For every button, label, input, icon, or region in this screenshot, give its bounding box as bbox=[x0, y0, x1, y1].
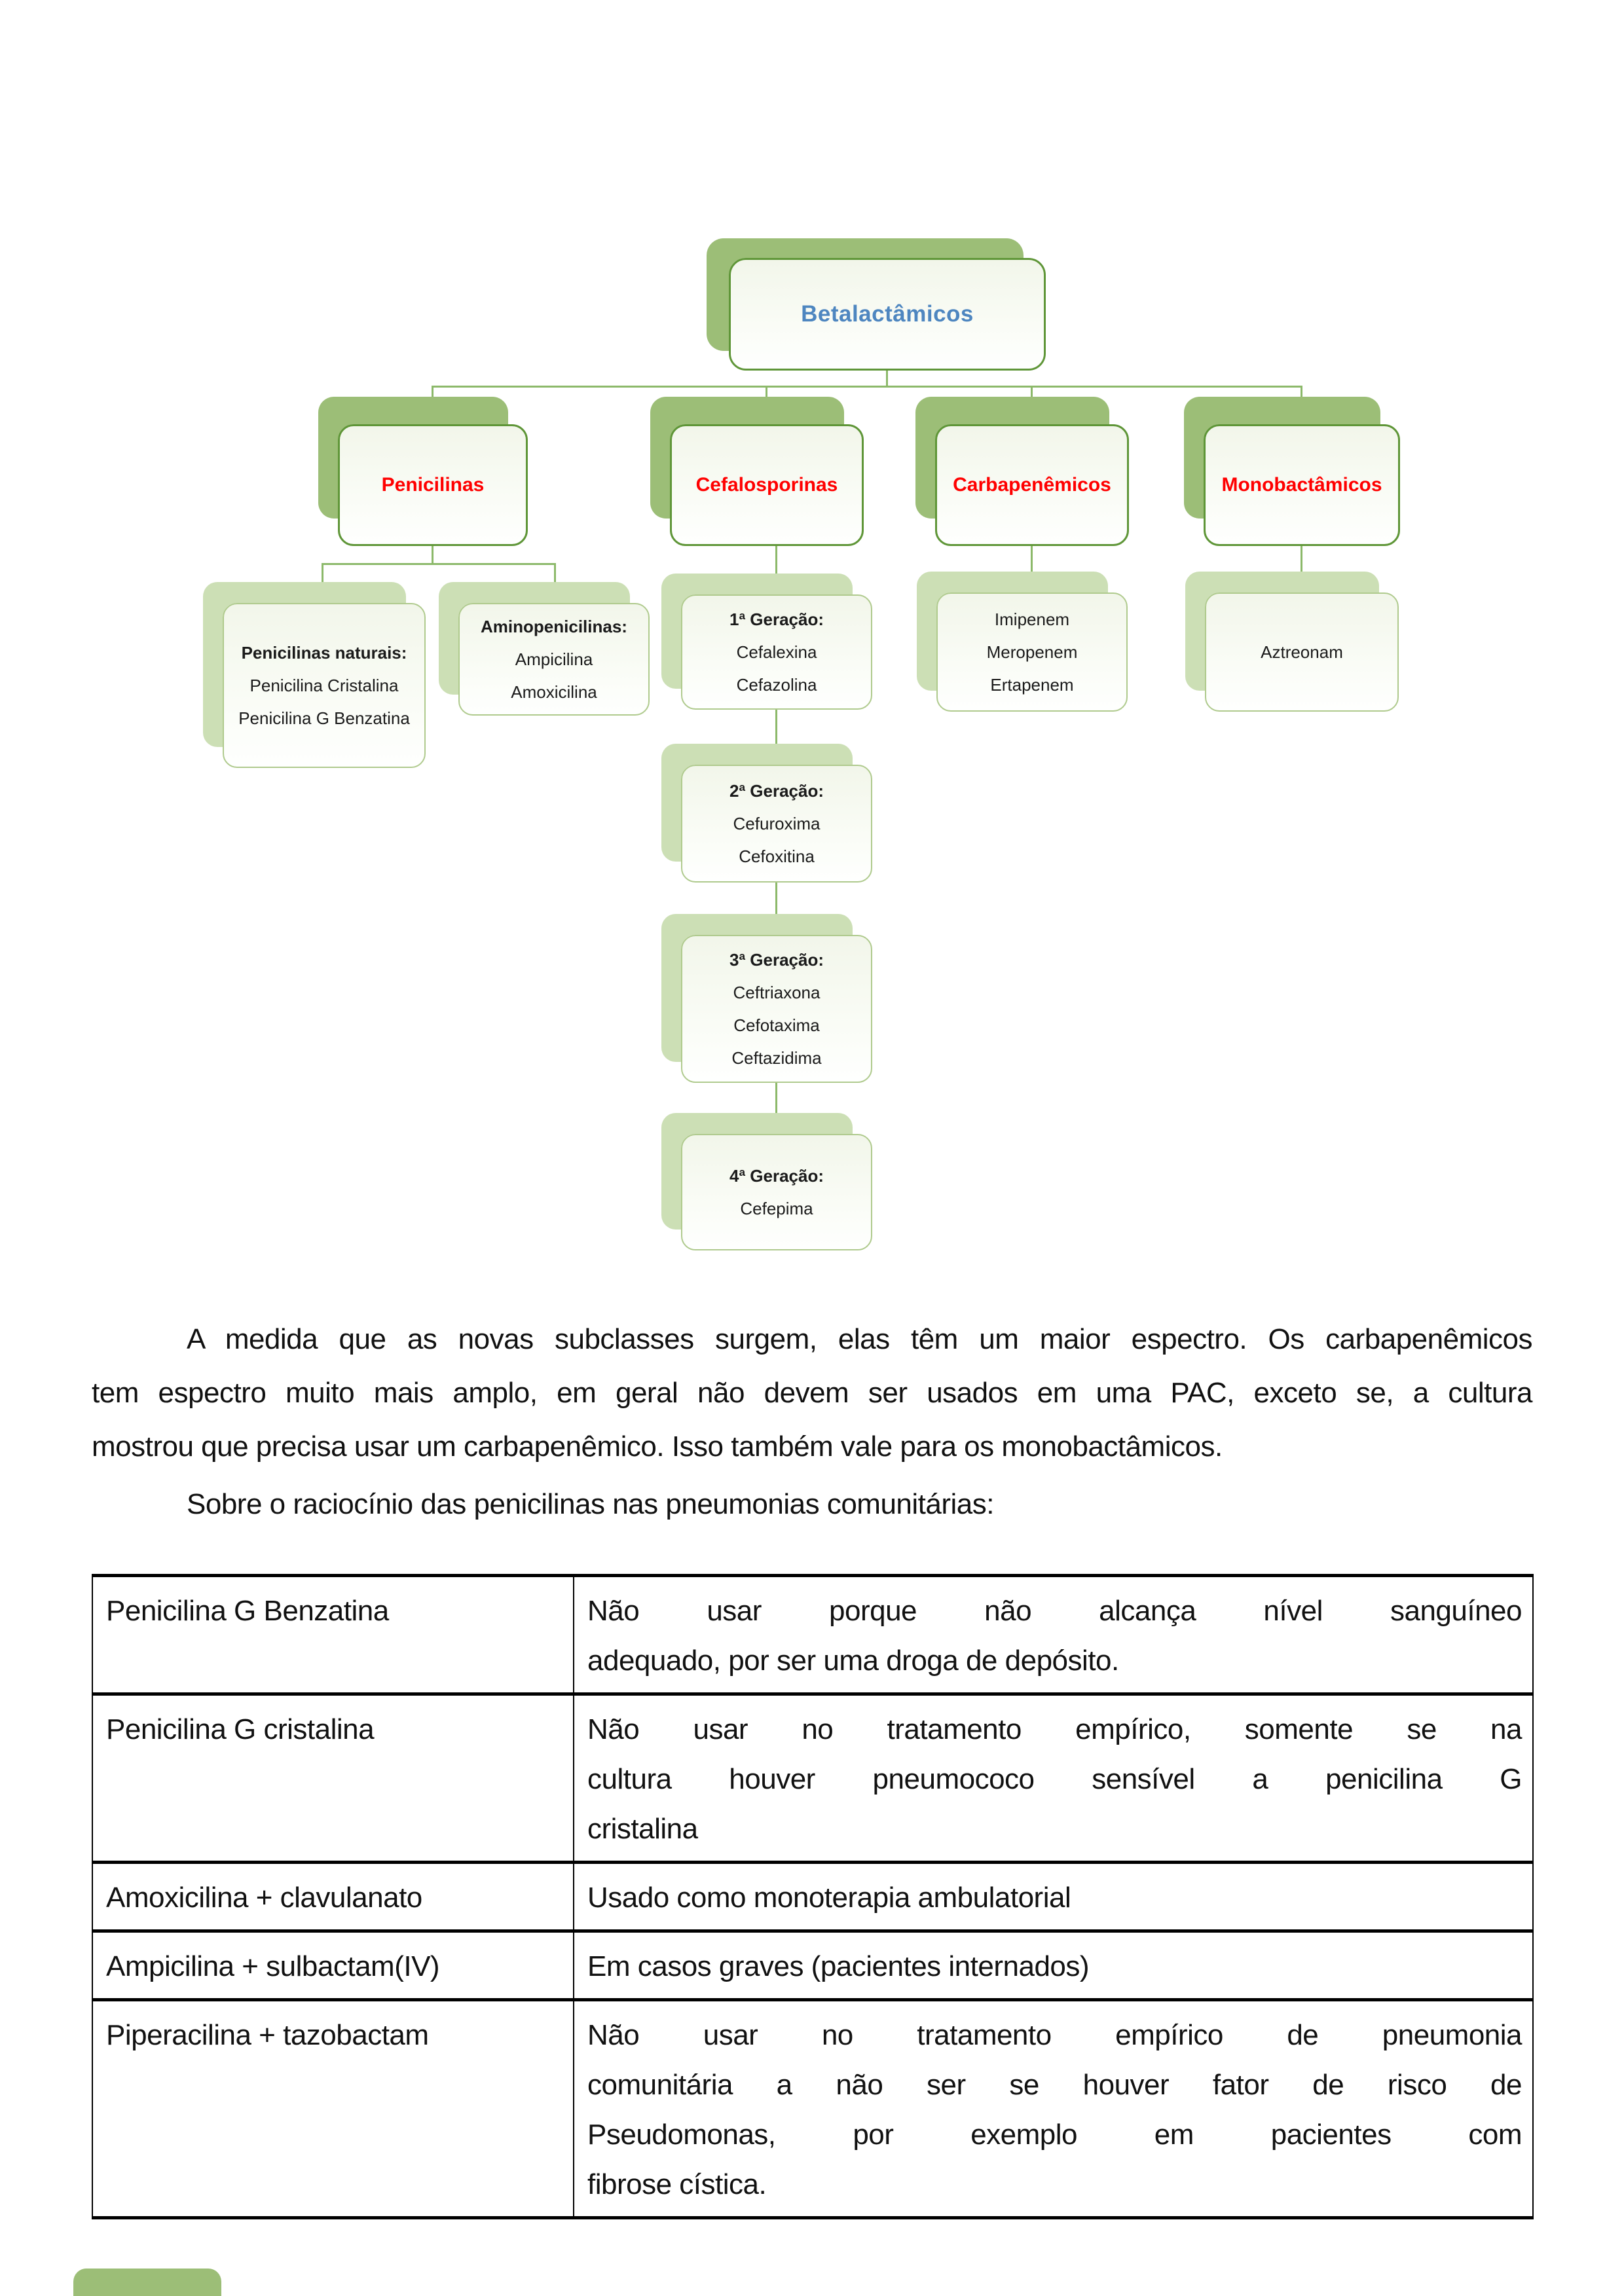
note-line: Em casos graves (pacientes internados) bbox=[587, 1950, 1090, 1982]
table-row: Ampicilina + sulbactam(IV) Em casos grav… bbox=[92, 1929, 1534, 2001]
penicilinas-table-wrap: Penicilina G Benzatina Não usar porque n… bbox=[92, 1574, 1534, 2219]
node-penicilinas: Penicilinas bbox=[338, 424, 528, 546]
node-betalactamicos: Betalactâmicos bbox=[729, 258, 1046, 371]
connector-root-hbar bbox=[432, 386, 1302, 388]
node-geracao-1: 1ª Geração: Cefalexina Cefazolina bbox=[681, 594, 872, 710]
drug-cell: Amoxicilina + clavulanato bbox=[92, 1861, 574, 1933]
note-cell: Não usar porque não alcança nível sanguí… bbox=[573, 1574, 1534, 1696]
drug-cell: Ampicilina + sulbactam(IV) bbox=[92, 1929, 574, 2001]
connector-drop-cefalosporinas bbox=[766, 386, 767, 426]
note-cell: Não usar no tratamento empírico de pneum… bbox=[573, 1998, 1534, 2219]
table-row: Penicilina G Benzatina Não usar porque n… bbox=[92, 1574, 1534, 1696]
penicilinas-naturais-title: Penicilinas naturais: bbox=[241, 643, 407, 663]
paragraph-line: mostrou que precisa usar um carbapenêmic… bbox=[92, 1430, 1223, 1463]
node-carbapenemicos-label: Carbapenêmicos bbox=[953, 474, 1111, 496]
penicilinas-naturais-item: Penicilina Cristalina bbox=[249, 676, 399, 695]
aminopenicilinas-item: Amoxicilina bbox=[511, 682, 597, 702]
node-cefalosporinas-label: Cefalosporinas bbox=[695, 474, 838, 496]
connector-g1-to-g2 bbox=[775, 710, 777, 765]
note-line: cultura houver pneumococo sensível a pen… bbox=[587, 1763, 1522, 1795]
note-cell: Não usar no tratamento empírico, somente… bbox=[573, 1692, 1534, 1864]
geracao-2-item: Cefoxitina bbox=[739, 847, 815, 866]
penicilinas-naturais-item: Penicilina G Benzatina bbox=[238, 708, 410, 728]
geracao-3-item: Ceftazidima bbox=[731, 1048, 822, 1068]
node-geracao-3: 3ª Geração: Ceftriaxona Cefotaxima Cefta… bbox=[681, 935, 872, 1083]
table-row: Piperacilina + tazobactam Não usar no tr… bbox=[92, 1998, 1534, 2219]
node-monobactamicos-label: Monobactâmicos bbox=[1221, 474, 1382, 496]
carbapenemicos-item: Imipenem bbox=[994, 610, 1070, 629]
body-text: A medida que as novas subclasses surgem,… bbox=[92, 1313, 1533, 1531]
connector-penicilinas-hbar bbox=[322, 563, 556, 565]
paragraph-intro-table: Sobre o raciocínio das penicilinas nas p… bbox=[187, 1488, 994, 1520]
geracao-1-item: Cefalexina bbox=[736, 642, 817, 662]
note-line: adequado, por ser uma droga de depósito. bbox=[587, 1645, 1119, 1677]
table-row: Penicilina G cristalina Não usar no trat… bbox=[92, 1692, 1534, 1864]
node-penicilinas-naturais: Penicilinas naturais: Penicilina Cristal… bbox=[223, 603, 426, 768]
connector-cef-to-g1 bbox=[775, 546, 777, 594]
node-aminopenicilinas: Aminopenicilinas: Ampicilina Amoxicilina bbox=[458, 603, 650, 716]
note-line: comunitária a não ser se houver fator de… bbox=[587, 2069, 1522, 2101]
note-line: cristalina bbox=[587, 1813, 698, 1845]
note-line: Pseudomonas, por exemplo em pacientes co… bbox=[587, 2119, 1522, 2151]
note-line: Não usar no tratamento empírico, somente… bbox=[587, 1713, 1522, 1745]
drug-cell: Piperacilina + tazobactam bbox=[92, 1998, 574, 2219]
note-line: Não usar porque não alcança nível sanguí… bbox=[587, 1595, 1522, 1627]
connector-g2-to-g3 bbox=[775, 883, 777, 935]
connector-penicilinas-stem bbox=[432, 546, 434, 565]
paragraph-line: tem espectro muito mais amplo, em geral … bbox=[92, 1377, 1533, 1409]
penicilinas-pac-table: Penicilina G Benzatina Não usar porque n… bbox=[92, 1574, 1534, 2219]
node-monobactamicos-drug: Aztreonam bbox=[1205, 592, 1399, 712]
note-line: Usado como monoterapia ambulatorial bbox=[587, 1882, 1071, 1914]
connector-drop-naturais bbox=[322, 563, 323, 603]
monobactamicos-item: Aztreonam bbox=[1261, 642, 1343, 662]
node-betalactamicos-label: Betalactâmicos bbox=[801, 301, 974, 327]
geracao-3-item: Cefotaxima bbox=[733, 1015, 820, 1035]
carbapenemicos-item: Ertapenem bbox=[990, 675, 1074, 695]
drug-cell: Penicilina G cristalina bbox=[92, 1692, 574, 1864]
aminopenicilinas-item: Ampicilina bbox=[515, 649, 593, 669]
geracao-1-item: Cefazolina bbox=[736, 675, 817, 695]
geracao-4-item: Cefepima bbox=[740, 1199, 813, 1218]
table-row: Amoxicilina + clavulanato Usado como mon… bbox=[92, 1861, 1534, 1933]
geracao-2-item: Cefuroxima bbox=[733, 814, 821, 833]
geracao-3-title: 3ª Geração: bbox=[729, 950, 824, 970]
connector-drop-aminopenicilinas bbox=[554, 563, 556, 603]
connector-g3-to-g4 bbox=[775, 1083, 777, 1134]
node-geracao-4: 4ª Geração: Cefepima bbox=[681, 1134, 872, 1250]
connector-root-stem bbox=[886, 370, 888, 387]
geracao-3-item: Ceftriaxona bbox=[733, 983, 821, 1002]
node-penicilinas-label: Penicilinas bbox=[381, 474, 485, 496]
node-carbapenemicos: Carbapenêmicos bbox=[935, 424, 1129, 546]
connector-mono-child bbox=[1301, 546, 1302, 592]
node-monobactamicos: Monobactâmicos bbox=[1204, 424, 1400, 546]
connector-drop-carbapenemicos bbox=[1031, 386, 1033, 426]
note-cell: Em casos graves (pacientes internados) bbox=[573, 1929, 1534, 2001]
geracao-1-title: 1ª Geração: bbox=[729, 610, 824, 629]
connector-drop-monobactamicos bbox=[1301, 386, 1302, 426]
node-cefalosporinas: Cefalosporinas bbox=[670, 424, 864, 546]
note-cell: Usado como monoterapia ambulatorial bbox=[573, 1861, 1534, 1933]
aminopenicilinas-title: Aminopenicilinas: bbox=[481, 617, 627, 636]
next-page-green-box-peek bbox=[73, 2269, 221, 2296]
connector-carb-child bbox=[1031, 546, 1033, 592]
geracao-2-title: 2ª Geração: bbox=[729, 781, 824, 801]
paragraph-line: A medida que as novas subclasses surgem,… bbox=[187, 1323, 1533, 1355]
connector-drop-penicilinas bbox=[432, 386, 434, 426]
geracao-4-title: 4ª Geração: bbox=[729, 1166, 824, 1186]
node-carbapenemicos-drugs: Imipenem Meropenem Ertapenem bbox=[936, 592, 1128, 712]
drug-cell: Penicilina G Benzatina bbox=[92, 1574, 574, 1696]
note-line: fibrose cística. bbox=[587, 2168, 767, 2200]
note-line: Não usar no tratamento empírico de pneum… bbox=[587, 2019, 1522, 2051]
carbapenemicos-item: Meropenem bbox=[986, 642, 1078, 662]
node-geracao-2: 2ª Geração: Cefuroxima Cefoxitina bbox=[681, 765, 872, 883]
